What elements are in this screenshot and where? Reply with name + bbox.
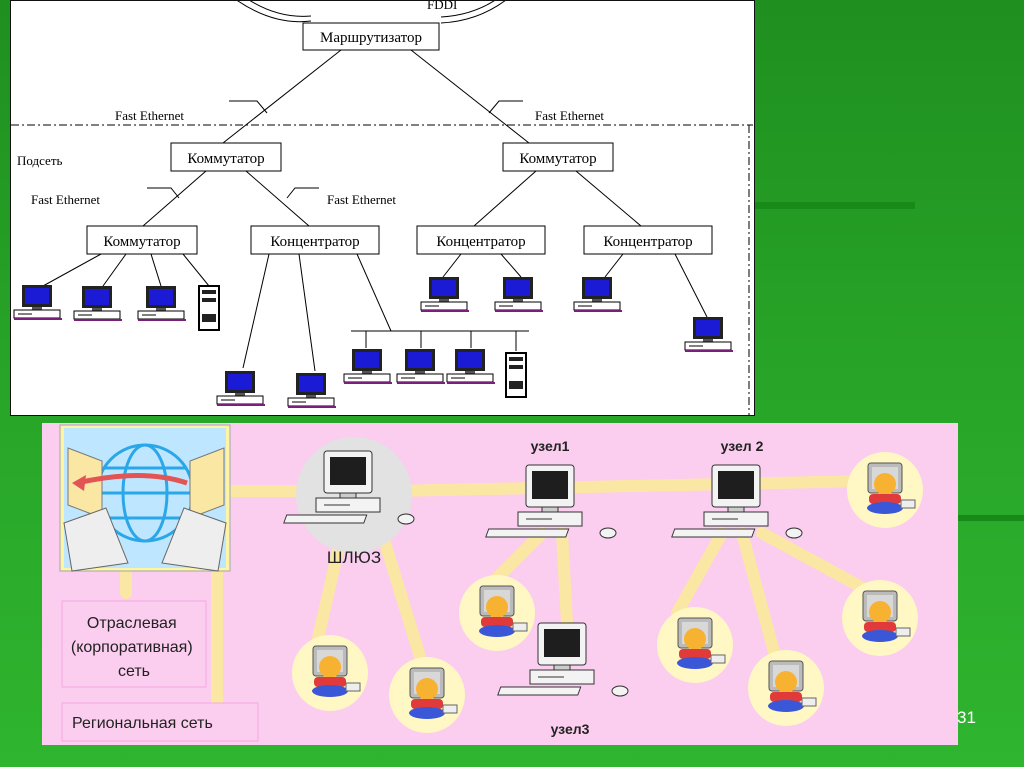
- user-workstation-icon: [846, 451, 924, 529]
- router-label: Маршрутизатор: [320, 30, 422, 46]
- server-icon: [505, 352, 527, 398]
- computer-icon: [573, 276, 623, 313]
- switch-label: Коммутатор: [519, 151, 596, 167]
- user-workstation-icon: [656, 606, 734, 684]
- computer-icon: [216, 370, 266, 407]
- network-illustration: ШЛЮЗ узел1 узел 2 узел3 Отраслевая (корп…: [42, 423, 958, 745]
- hub-box: [583, 225, 713, 255]
- node-computer-icon: [671, 464, 803, 539]
- computer-icon: [13, 284, 63, 321]
- computer-icon: [287, 372, 337, 409]
- hub-label: Концентратор: [270, 234, 359, 250]
- fast-ethernet-label: Fast Ethernet: [327, 192, 396, 207]
- switch-box: [86, 225, 198, 255]
- computer-icon: [137, 285, 187, 322]
- corporate-network-label: Отраслевая (корпоративная) сеть: [71, 615, 197, 680]
- hub-box: [416, 225, 546, 255]
- fast-ethernet-label: Fast Ethernet: [535, 108, 604, 123]
- node-label: узел 2: [721, 438, 764, 454]
- node-computer-icon: [485, 464, 617, 539]
- fast-ethernet-label: Fast Ethernet: [115, 108, 184, 123]
- fddi-label: FDDI: [427, 1, 457, 12]
- computer-icon: [396, 348, 446, 385]
- fast-ethernet-label: Fast Ethernet: [31, 192, 100, 207]
- router-box: [302, 22, 440, 51]
- subnet-label: Подсеть: [17, 153, 63, 168]
- user-workstation-icon: [291, 634, 369, 712]
- hub-label: Концентратор: [436, 234, 525, 250]
- switch-label: Коммутатор: [187, 151, 264, 167]
- switch-box: [502, 142, 614, 172]
- node-label: узел1: [531, 438, 570, 454]
- regional-network-label-box: [61, 702, 259, 742]
- corporate-network-label-box: [61, 600, 207, 688]
- user-workstation-icon: [747, 649, 825, 727]
- computer-icon: [420, 276, 470, 313]
- decor-band: [755, 202, 915, 209]
- computer-icon: [343, 348, 393, 385]
- computer-icon: [684, 316, 734, 353]
- computer-icon: [494, 276, 544, 313]
- network-topology-diagram: FDDI Маршрутизатор Fast Ethernet Fast Et…: [10, 0, 755, 416]
- computer-icon: [446, 348, 496, 385]
- gateway-label: ШЛЮЗ: [327, 548, 381, 567]
- user-workstation-icon: [388, 656, 466, 734]
- switch-box: [170, 142, 282, 172]
- node-label: узел3: [551, 721, 590, 737]
- user-workstation-icon: [841, 579, 919, 657]
- hub-label: Концентратор: [603, 234, 692, 250]
- page-number: 31: [957, 708, 976, 727]
- hub-box: [250, 225, 380, 255]
- server-icon: [198, 285, 220, 331]
- user-workstation-icon: [458, 574, 536, 652]
- computer-icon: [73, 285, 123, 322]
- regional-network-label: Региональная сеть: [72, 715, 213, 732]
- switch-label: Коммутатор: [103, 234, 180, 250]
